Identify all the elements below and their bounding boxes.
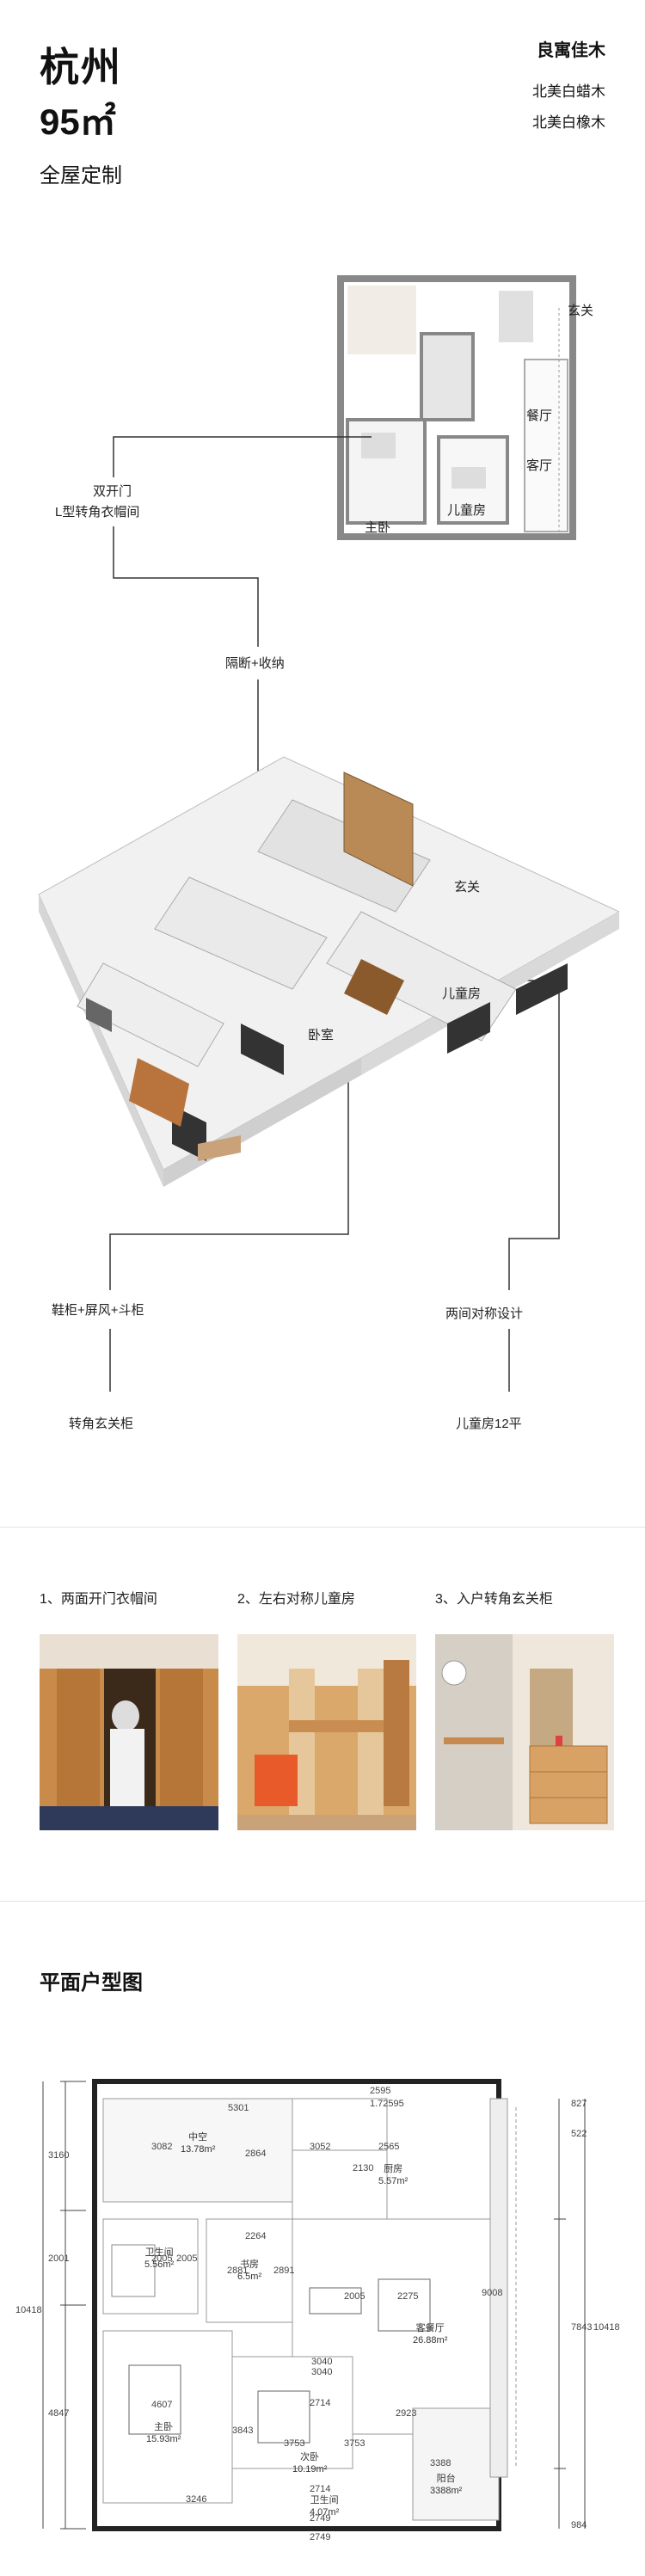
city-title: 杭州 [40,45,122,89]
callout-wardrobe-1: 双开门 [93,484,132,499]
subtitle: 全屋定制 [40,164,122,188]
dim-right-3: 7843 [571,2322,593,2333]
callout-kids-area: 儿童房12平 [456,1417,522,1431]
wood-type-1: 北美白蜡木 [532,83,605,100]
feature-title-2: 2、左右对称儿童房 [237,1592,355,1607]
iso-label-kids: 儿童房 [442,987,482,1001]
feature-title-3: 3、入户转角玄关柜 [435,1592,553,1607]
feature-title-1: 1、两面开门衣帽间 [40,1592,157,1607]
dim-inner: 2005 [151,2253,173,2264]
dim-inner: 2714 [310,2484,331,2494]
dim-inner: 3040 [311,2367,333,2377]
dim-right-2: 522 [571,2129,587,2139]
dim-inner: 3843 [232,2425,254,2436]
dim-inner: 2275 [397,2291,419,2302]
dim-inner: 3753 [284,2438,305,2449]
callout-symmetric: 两间对称设计 [445,1306,524,1321]
dim-inner: 1.72595 [370,2099,404,2109]
photo-foyer-cabinet [435,1634,614,1830]
photo-wardrobe [40,1634,218,1830]
dim-inner: 9008 [482,2288,503,2298]
brand-logo: 良寓佳木 [537,40,605,60]
dim-inner: 3753 [344,2438,366,2449]
plan-label-entry: 玄关 [568,304,594,318]
callout-corner-foyer: 转角玄关柜 [69,1417,134,1431]
dim-inner: 2130 [353,2163,374,2173]
dim-right-1: 827 [571,2099,587,2109]
dim-left-2: 2001 [48,2253,70,2264]
callout-lines [109,436,560,1392]
plan-label-master: 主卧 [365,520,391,535]
dim-right-5: 984 [571,2520,587,2530]
dim-inner: 2891 [273,2266,295,2276]
dim-inner: 2923 [396,2408,417,2419]
dim-left-1: 3160 [48,2150,70,2161]
dim-left-3: 4847 [48,2408,70,2419]
isometric-model [38,756,619,1187]
plan-label-living: 客厅 [526,458,553,473]
iso-label-bedroom: 卧室 [308,1028,335,1042]
photo-kids-room [237,1634,416,1830]
dim-inner: 2864 [245,2149,267,2159]
dim-inner: 2565 [378,2142,400,2152]
dim-inner: 2005 [176,2253,198,2264]
dim-inner: 3246 [186,2494,207,2505]
dim-inner: 4607 [151,2400,173,2410]
dim-inner: 2714 [310,2398,331,2408]
dim-inner: 2881 [227,2266,249,2276]
dim-inner: 5301 [228,2103,249,2113]
callout-partition: 隔断+收纳 [225,656,285,671]
section-divider-1 [0,1527,645,1528]
dim-inner: 2264 [245,2231,267,2241]
dim-inner: 3040 [311,2357,333,2367]
dim-inner: 3082 [151,2142,173,2152]
callout-wardrobe-2: L型转角衣帽间 [55,505,140,520]
section-divider-2 [0,1901,645,1902]
dim-inner: 3388 [430,2458,452,2468]
floorplan-title: 平面户型图 [40,1971,143,1995]
callout-shoe: 鞋柜+屏风+斗柜 [52,1303,144,1318]
plan-label-kids: 儿童房 [447,503,487,518]
dim-inner: 2005 [344,2291,366,2302]
dim-right-total: 10418 [593,2322,620,2333]
wood-type-2: 北美白橡木 [532,114,605,131]
dim-left-total: 10418 [15,2305,42,2315]
dim-inner: 2749 [310,2513,331,2524]
iso-label-entry: 玄关 [454,880,481,895]
area-title: 95㎡ [40,101,116,142]
dim-inner: 2595 [370,2086,391,2096]
top-floorplan [337,275,576,540]
floorplan-drawing [42,2079,586,2531]
dim-inner: 2749 [310,2532,331,2542]
dim-inner: 3052 [310,2142,331,2152]
plan-label-dining: 餐厅 [526,409,553,423]
